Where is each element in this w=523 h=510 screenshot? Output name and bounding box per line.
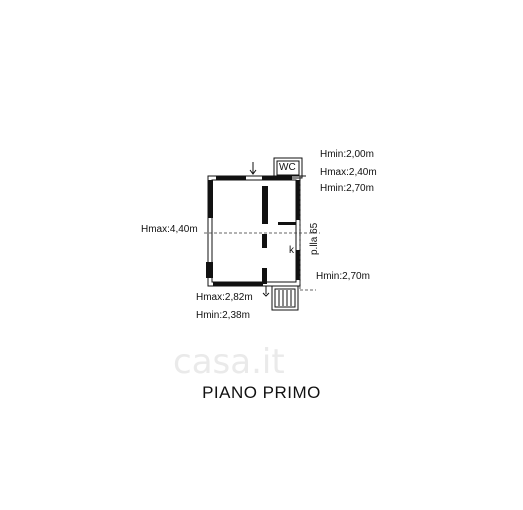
- height-label-bottom-hmax: Hmax:2,82m: [196, 292, 253, 303]
- wall-top-left: [216, 176, 246, 180]
- kitchen-label: k: [289, 245, 294, 256]
- partition-horizontal: [278, 222, 296, 225]
- wall-right-top: [296, 180, 300, 220]
- parcel-label: p.lla 65: [309, 222, 320, 255]
- wall-left-top: [208, 180, 213, 218]
- partition-mid: [262, 234, 267, 248]
- wall-right-bottom: [296, 250, 300, 280]
- outer-wall: [207, 175, 301, 287]
- partition-low: [262, 268, 267, 284]
- wall-left-bottom: [208, 262, 213, 278]
- wc-room-inner: [276, 160, 300, 176]
- height-label-wc-hmin2: Hmin:2,70m: [320, 183, 374, 194]
- watermark-logo: casa.it: [173, 342, 285, 382]
- partition-upper: [262, 186, 268, 224]
- wc-room: [273, 157, 303, 179]
- height-label-right-hmin: Hmin:2,70m: [316, 271, 370, 282]
- floor-title: PIANO PRIMO: [202, 383, 321, 402]
- height-label-wc-hmin: Hmin:2,00m: [320, 149, 374, 160]
- wall-bottom-left: [213, 282, 263, 286]
- left-post: [206, 262, 209, 278]
- wc-label: WC: [279, 162, 296, 173]
- height-label-wc-hmax: Hmax:2,40m: [320, 167, 377, 178]
- height-label-left-hmax: Hmax:4,40m: [141, 224, 198, 235]
- staircase: [271, 285, 299, 311]
- outer-wall-inner: [211, 179, 297, 283]
- height-label-bottom-hmin: Hmin:2,38m: [196, 310, 250, 321]
